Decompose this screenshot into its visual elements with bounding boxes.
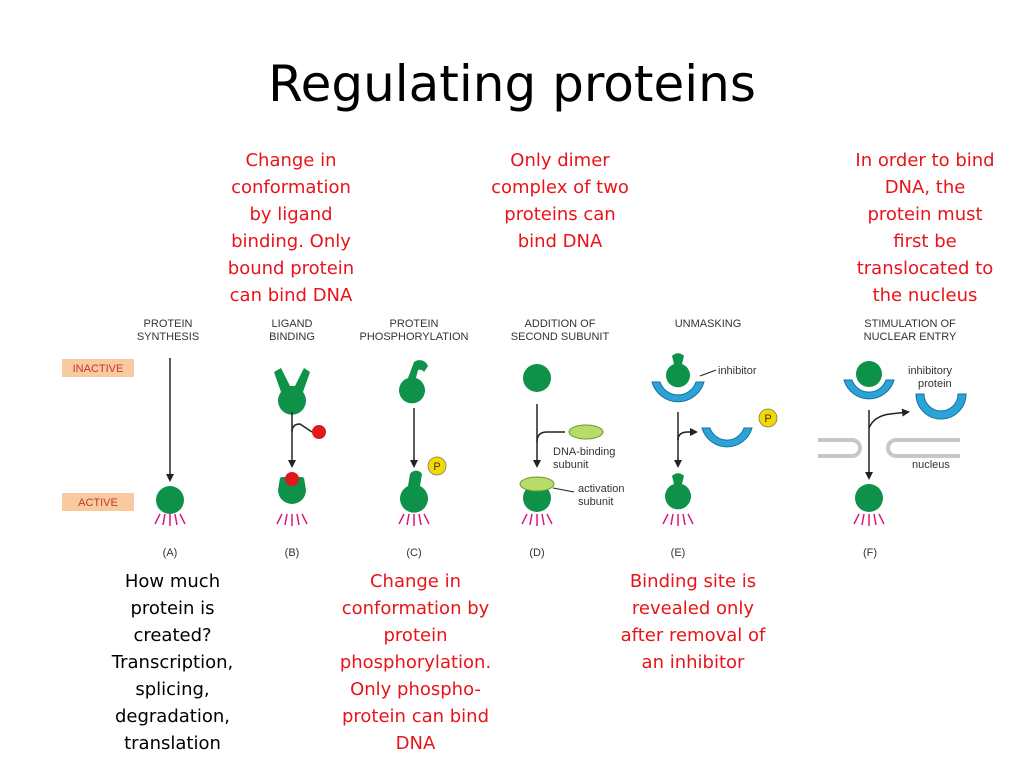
inhibitory-protein-bound-f xyxy=(843,379,895,400)
col-c-header-2: PHOSPHORYLATION xyxy=(359,331,468,343)
inactive-protein-c xyxy=(399,360,428,404)
released-inhibitor-e xyxy=(701,427,753,448)
svg-text:P: P xyxy=(764,413,771,425)
inhibitor-e xyxy=(651,381,705,403)
col-e-header-1: UNMASKING xyxy=(675,318,742,330)
col-f-header-1: STIMULATION OF xyxy=(864,318,956,330)
inactive-protein-b xyxy=(274,368,310,415)
col-a-header-1: PROTEIN xyxy=(144,318,193,330)
note-phosphorylation: Change in conformation by protein phosph… xyxy=(339,571,492,754)
col-a-header-2: SYNTHESIS xyxy=(137,331,199,343)
col-b-header-2: BINDING xyxy=(269,331,315,343)
activation-subunit-d xyxy=(519,476,555,492)
col-e-letter: (E) xyxy=(671,547,686,559)
svg-text:P: P xyxy=(433,461,440,473)
slide-title: Regulating proteins xyxy=(268,55,756,113)
active-label: ACTIVE xyxy=(62,493,134,511)
active-protein-a xyxy=(156,486,184,514)
panel-c-phosphorylation: P xyxy=(398,360,447,527)
released-inhibitory-protein-f xyxy=(915,393,967,420)
phosphate-c xyxy=(427,456,447,476)
inactive-label: INACTIVE xyxy=(62,359,134,377)
svg-text:DNA-binding: DNA-binding xyxy=(553,446,615,458)
svg-text:inhibitory: inhibitory xyxy=(908,365,953,377)
ligand-b xyxy=(312,425,326,439)
panel-b-ligand-binding xyxy=(274,368,326,527)
svg-text:protein: protein xyxy=(918,378,952,390)
bound-ligand-b xyxy=(285,472,299,486)
note-ligand-binding: Change in conformation by ligand binding… xyxy=(227,150,355,306)
phosphate-e xyxy=(758,408,778,428)
panel-e-unmasking: inhibitor P xyxy=(651,353,778,527)
svg-text:subunit: subunit xyxy=(578,496,613,508)
note-protein-synthesis: How much protein is created? Transcripti… xyxy=(111,571,234,754)
col-c-header-1: PROTEIN xyxy=(390,318,439,330)
panel-f-nuclear-entry: inhibitory protein nucleus xyxy=(818,361,967,527)
svg-text:INACTIVE: INACTIVE xyxy=(73,363,124,375)
col-d-header-1: ADDITION OF xyxy=(525,318,596,330)
col-c-letter: (C) xyxy=(406,547,421,559)
col-a-letter: (A) xyxy=(163,547,178,559)
col-d-letter: (D) xyxy=(529,547,544,559)
col-b-header-1: LIGAND xyxy=(272,318,313,330)
svg-text:inhibitor: inhibitor xyxy=(718,365,757,377)
note-dimer: Only dimer complex of two proteins can b… xyxy=(491,150,629,252)
svg-text:ACTIVE: ACTIVE xyxy=(78,497,118,509)
svg-text:nucleus: nucleus xyxy=(912,459,950,471)
panel-a-protein-synthesis xyxy=(154,358,186,527)
inactive-protein-d xyxy=(523,364,551,392)
note-unmasking: Binding site is revealed only after remo… xyxy=(620,571,766,673)
nuclear-envelope xyxy=(818,438,960,458)
col-b-letter: (B) xyxy=(285,547,300,559)
dna-binding-subunit-d xyxy=(568,424,604,440)
panel-d-second-subunit: DNA-binding subunit activation subunit xyxy=(519,364,624,527)
note-nuclear-entry: In order to bind DNA, the protein must f… xyxy=(855,150,995,306)
svg-text:activation: activation xyxy=(578,483,624,495)
col-f-letter: (F) xyxy=(863,547,877,559)
active-protein-d xyxy=(523,484,551,512)
inactive-protein-f xyxy=(856,361,882,387)
active-protein-e xyxy=(665,473,692,510)
active-protein-f xyxy=(855,484,883,512)
active-protein-c xyxy=(400,470,429,513)
col-d-header-2: SECOND SUBUNIT xyxy=(511,331,610,343)
svg-text:subunit: subunit xyxy=(553,459,588,471)
active-protein-b xyxy=(278,476,306,504)
inactive-protein-e xyxy=(665,353,691,388)
col-f-header-2: NUCLEAR ENTRY xyxy=(864,331,957,343)
